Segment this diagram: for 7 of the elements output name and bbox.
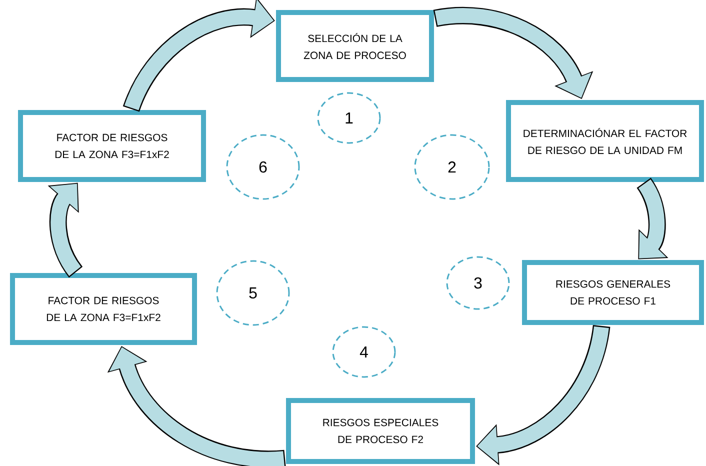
process-box: SELECCIÓN DE LA ZONA DE PROCESO xyxy=(276,10,434,82)
process-box: FACTOR DE RIESGOS DE LA ZONA F3=F1xF2 xyxy=(10,272,197,345)
process-box: RIESGOS ESPECIALES DE PROCESO F2 xyxy=(286,398,475,464)
process-box: RIESGOS GENERALES DE PROCESO F1 xyxy=(522,260,704,325)
process-box: FACTOR DE RIESGOS DE LA ZONA F3=F1xF2 xyxy=(18,110,206,182)
process-box: DETERMINACIÓNAR EL FACTOR DE RIESGO DE LA UNIDAD FM xyxy=(506,100,704,182)
block-arrow xyxy=(636,178,668,260)
